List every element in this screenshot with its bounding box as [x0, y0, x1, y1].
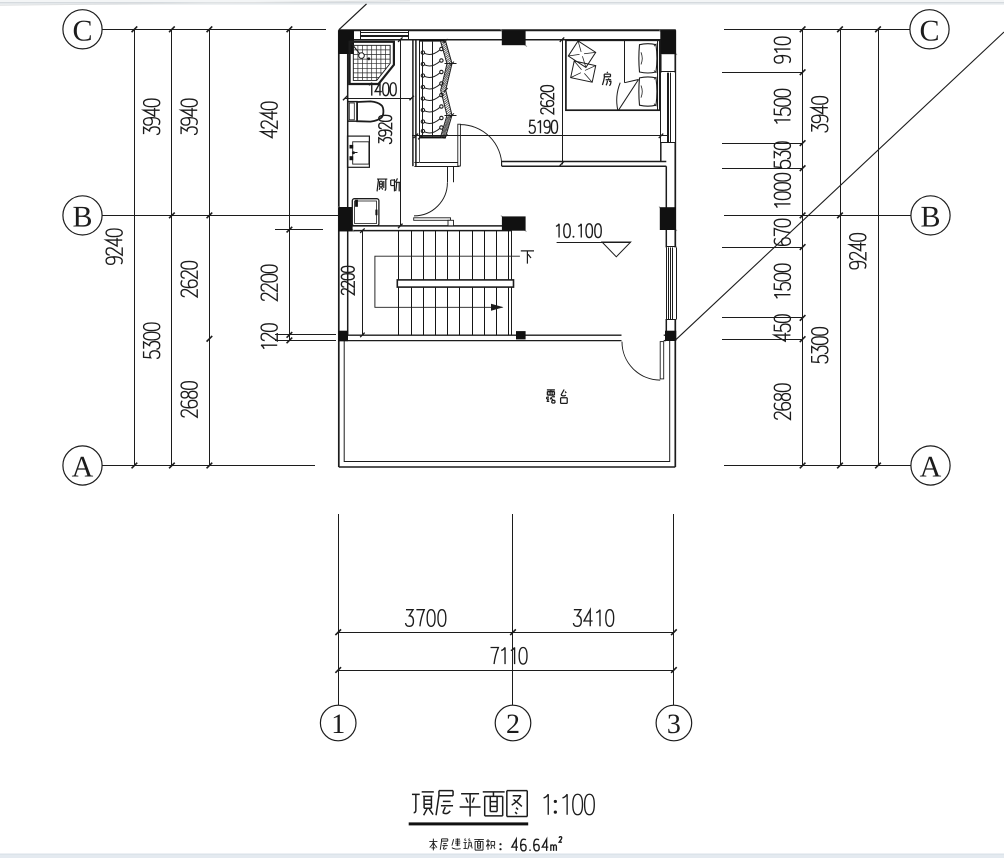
svg-text:A: A: [72, 451, 94, 484]
svg-text:C: C: [72, 14, 92, 47]
svg-text:C: C: [919, 14, 939, 47]
svg-text:3: 3: [667, 709, 681, 740]
svg-text:2: 2: [506, 709, 520, 740]
svg-text:A: A: [920, 451, 942, 484]
svg-text:1: 1: [331, 709, 345, 740]
svg-text:B: B: [920, 200, 940, 233]
svg-text:B: B: [72, 200, 92, 233]
